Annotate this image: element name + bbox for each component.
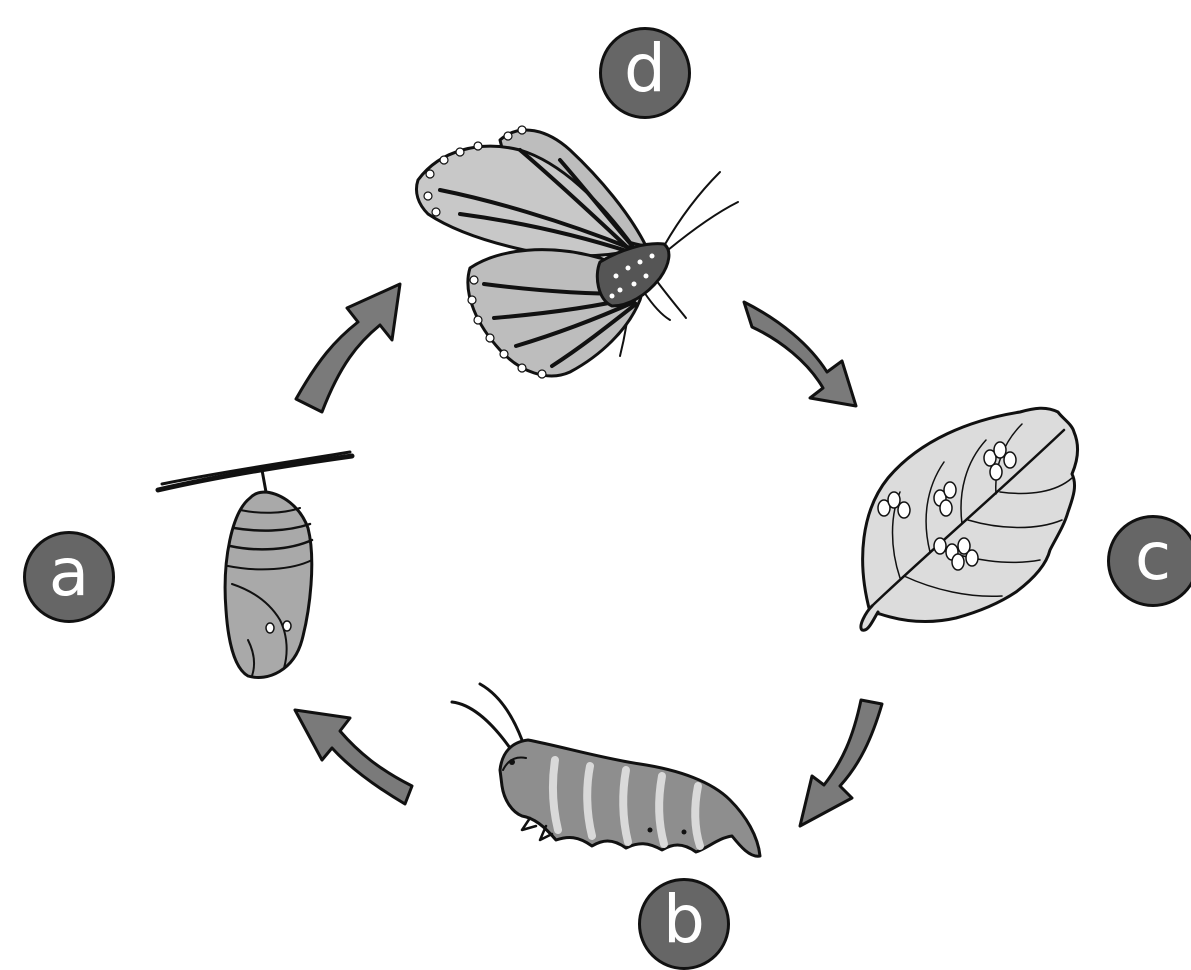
larva-icon bbox=[452, 684, 760, 856]
pupa-icon bbox=[158, 452, 352, 678]
label-a: a bbox=[23, 531, 115, 623]
label-d: d bbox=[599, 27, 691, 119]
eggs-on-leaf-icon bbox=[861, 408, 1078, 630]
butterfly-icon bbox=[416, 126, 738, 378]
arrow-pupa-to-butterfly bbox=[296, 284, 400, 412]
arrow-eggs-to-larva bbox=[800, 700, 882, 826]
label-c: c bbox=[1107, 515, 1191, 607]
arrow-larva-to-pupa bbox=[295, 710, 412, 804]
arrow-butterfly-to-eggs bbox=[744, 302, 856, 406]
label-b: b bbox=[638, 878, 730, 970]
cycle-arrows bbox=[295, 284, 882, 826]
